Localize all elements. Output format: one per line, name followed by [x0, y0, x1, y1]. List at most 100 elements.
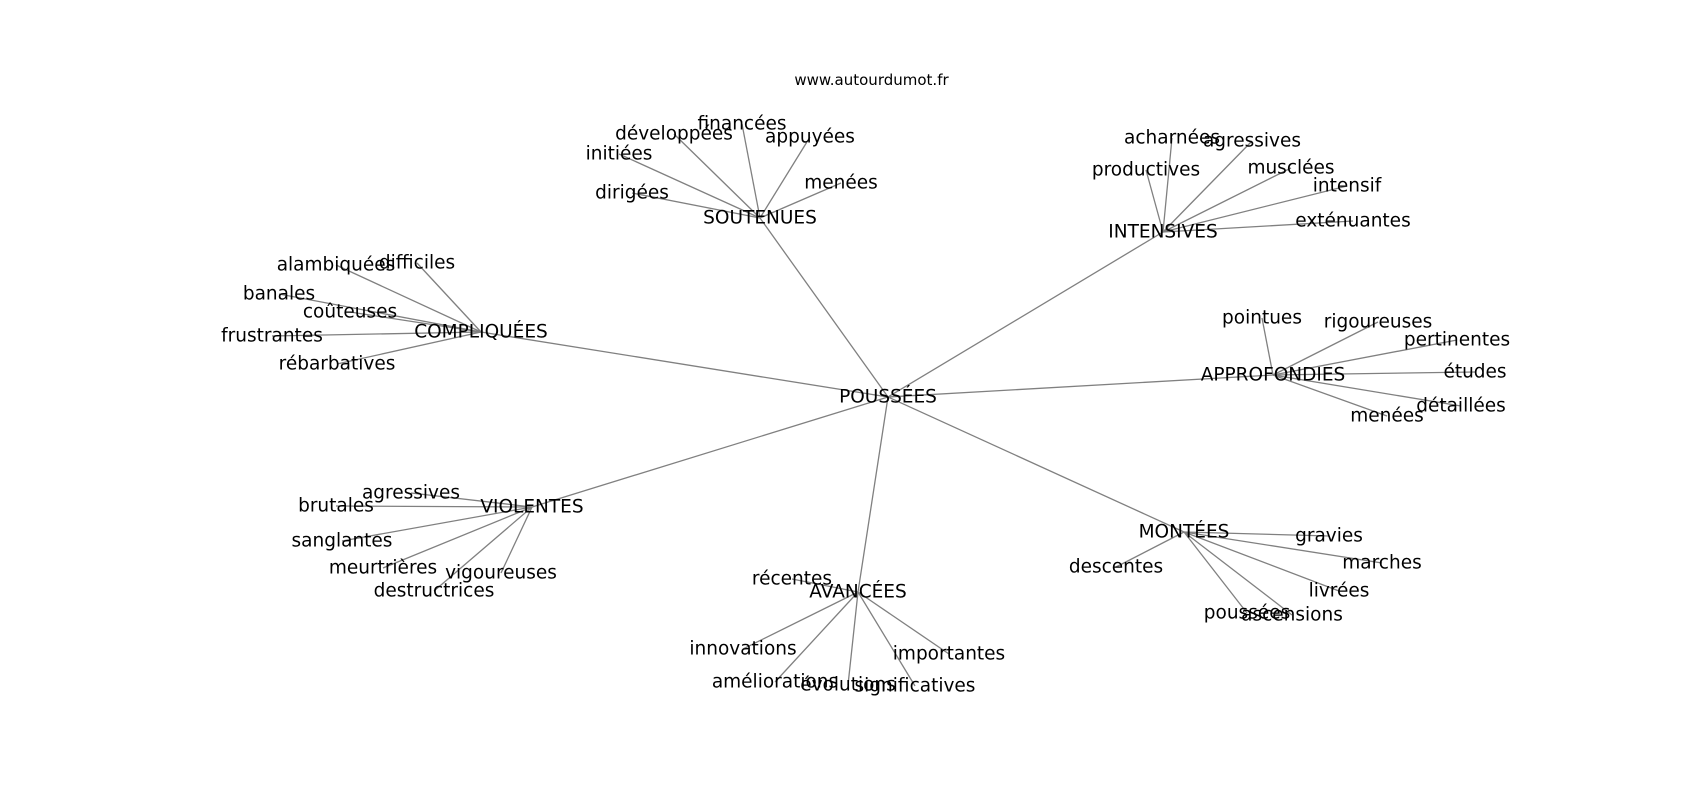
- edge-hub-6-leaf-1: [742, 591, 859, 650]
- edge-hub-1-leaf-5: [1162, 220, 1354, 233]
- edge-hub-4-leaf-5: [433, 506, 533, 592]
- edge-hub-2-leaf-3: [349, 311, 482, 333]
- edge-hub-5-leaf-2: [1115, 531, 1185, 568]
- leaf-node-label: agressives: [1203, 131, 1301, 152]
- hub-node-label: MONTÉES: [1139, 521, 1230, 543]
- edge-hub-4-leaf-3: [382, 506, 533, 569]
- edge-center-1: [887, 231, 1164, 398]
- edge-hub-5-leaf-5: [1183, 531, 1293, 616]
- leaf-node-label: rigoureuses: [1324, 312, 1433, 333]
- leaf-node-label: agressives: [362, 483, 460, 504]
- hub-node-label: COMPLIQUÉES: [414, 321, 548, 343]
- edge-hub-0-leaf-3: [618, 153, 761, 219]
- edge-center-4: [531, 396, 889, 508]
- edges-layer: [271, 123, 1476, 687]
- edge-hub-3-leaf-0: [1261, 317, 1274, 376]
- leaf-node-label: évolutions: [800, 675, 896, 696]
- leaf-node-label: musclées: [1247, 158, 1334, 179]
- leaf-node-label: initiées: [586, 144, 653, 165]
- edge-hub-6-leaf-5: [857, 591, 916, 687]
- leaf-node-label: sanglantes: [292, 531, 393, 552]
- edge-center-6: [857, 396, 889, 593]
- hub-node-label: AVANCÉES: [809, 581, 906, 603]
- leaf-node-label: alambiquées: [277, 255, 396, 276]
- site-watermark: www.autourdumot.fr: [794, 71, 949, 89]
- leaf-node-label: intensif: [1313, 176, 1382, 197]
- leaf-node-label: appuyées: [765, 127, 855, 148]
- leaf-node-label: menées: [804, 173, 878, 194]
- edge-hub-4-leaf-1: [335, 505, 533, 508]
- leaf-node-label: développées: [615, 124, 733, 145]
- edge-hub-6-leaf-2: [857, 591, 950, 655]
- leaf-node-label: améliorations: [712, 672, 838, 693]
- edge-center-5: [887, 396, 1185, 533]
- edge-hub-0-leaf-4: [759, 182, 842, 219]
- leaf-node-label: récentes: [752, 569, 832, 590]
- leaf-node-label: exténuantes: [1295, 211, 1410, 232]
- leaf-node-label: productives: [1092, 160, 1200, 181]
- leaf-node-label: vigoureuses: [445, 563, 557, 584]
- edge-hub-1-leaf-2: [1145, 169, 1164, 233]
- leaf-node-label: brutales: [298, 496, 374, 517]
- leaf-node-label: importantes: [893, 644, 1005, 665]
- edge-center-0: [759, 217, 889, 398]
- edge-hub-6-leaf-3: [774, 591, 859, 683]
- leaf-node-label: menées: [1350, 406, 1424, 427]
- hub-node-label: SOUTENUES: [703, 208, 817, 229]
- edge-hub-0-leaf-2: [759, 136, 811, 219]
- edge-hub-2-leaf-4: [271, 331, 482, 337]
- leaf-node-label: financées: [697, 114, 786, 135]
- edge-center-2: [480, 331, 889, 398]
- edge-hub-2-leaf-1: [416, 262, 482, 333]
- edge-hub-3-leaf-5: [1272, 374, 1388, 417]
- center-node-label: POUSSÉES: [839, 386, 937, 408]
- edge-hub-6-leaf-0: [791, 578, 859, 593]
- leaf-node-label: ascensions: [1241, 605, 1343, 626]
- edge-hub-4-leaf-0: [410, 492, 533, 508]
- edge-hub-3-leaf-3: [1272, 371, 1476, 376]
- leaf-node-label: études: [1443, 362, 1506, 383]
- edge-hub-0-leaf-1: [673, 133, 761, 219]
- edge-hub-5-leaf-1: [1183, 531, 1383, 564]
- leaf-node-label: descentes: [1069, 557, 1163, 578]
- leaf-node-label: difficiles: [379, 253, 455, 274]
- leaf-node-label: significatives: [855, 676, 976, 697]
- edge-center-3: [887, 374, 1274, 398]
- hub-node-label: APPROFONDIES: [1201, 365, 1346, 386]
- leaf-node-label: marches: [1342, 553, 1421, 574]
- leaf-node-label: pertinentes: [1404, 330, 1510, 351]
- edge-hub-2-leaf-5: [336, 331, 482, 365]
- leaf-node-label: banales: [243, 284, 315, 305]
- leaf-node-label: coûteuses: [303, 302, 397, 323]
- edge-hub-3-leaf-2: [1272, 339, 1458, 376]
- edge-hub-1-leaf-1: [1162, 140, 1253, 233]
- leaf-node-label: meurtrières: [329, 558, 437, 579]
- edge-hub-3-leaf-1: [1272, 321, 1379, 376]
- edge-hub-5-leaf-0: [1183, 531, 1330, 537]
- edge-hub-4-leaf-4: [500, 506, 533, 574]
- leaf-node-label: livrées: [1309, 581, 1370, 602]
- leaf-node-label: frustrantes: [221, 326, 323, 347]
- leaf-node-label: pointues: [1222, 308, 1302, 329]
- leaf-node-label: destructrices: [374, 581, 495, 602]
- hub-node-label: INTENSIVES: [1108, 222, 1217, 243]
- edge-hub-6-leaf-4: [847, 591, 859, 686]
- edge-hub-0-leaf-5: [631, 192, 761, 219]
- leaf-node-label: gravies: [1295, 526, 1363, 547]
- edge-hub-1-leaf-3: [1162, 167, 1292, 233]
- hub-node-label: VIOLENTES: [480, 497, 583, 518]
- leaf-node-label: dirigées: [595, 183, 669, 204]
- edge-hub-5-leaf-4: [1183, 531, 1248, 614]
- leaf-node-label: acharnées: [1124, 128, 1220, 149]
- leaf-node-label: rébarbatives: [279, 354, 396, 375]
- edge-hub-1-leaf-0: [1162, 137, 1173, 233]
- leaf-node-label: détaillées: [1416, 396, 1506, 417]
- edge-hub-2-leaf-2: [278, 293, 482, 333]
- edge-hub-1-leaf-4: [1162, 185, 1348, 233]
- leaf-node-label: innovations: [689, 639, 796, 660]
- edge-hub-5-leaf-3: [1183, 531, 1340, 592]
- edge-hub-2-leaf-0: [335, 264, 482, 333]
- leaf-node-label: poussées: [1204, 603, 1290, 624]
